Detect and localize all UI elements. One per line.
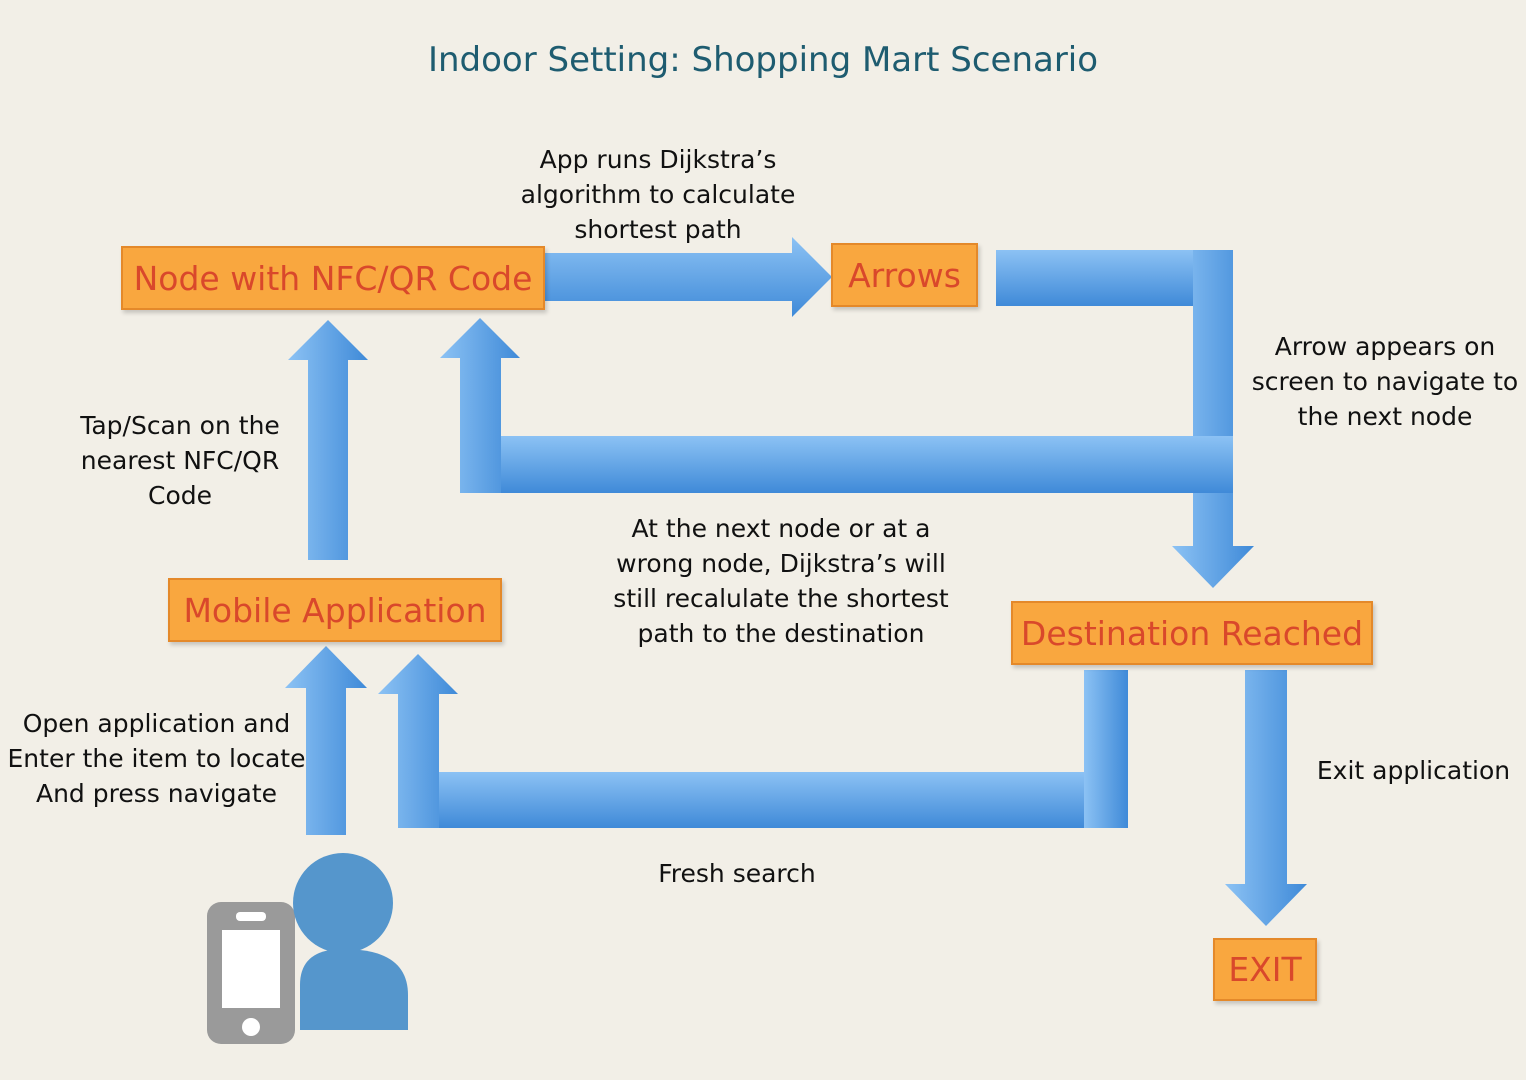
node-mobile-application-label: Mobile Application (183, 590, 487, 630)
label-recalculate-line-4: path to the destination (637, 619, 925, 648)
label-dijkstra-line-1: App runs Dijkstra’s (539, 145, 777, 174)
arrow-node-to-arrows (545, 237, 832, 317)
node-exit: EXIT (1213, 938, 1317, 1001)
arrow-app-to-node (288, 320, 368, 560)
label-fresh-search-line-1: Fresh search (658, 859, 816, 888)
arrow-user-to-app (285, 646, 367, 835)
label-open-application-line-1: Open application and (22, 709, 291, 738)
node-exit-label: EXIT (1228, 950, 1302, 989)
arrow-fresh-search-vertical (1084, 670, 1128, 828)
arrow-recalc-up (440, 318, 520, 493)
label-exit-application: Exit application (1306, 753, 1521, 788)
label-dijkstra: App runs Dijkstra’s algorithm to calcula… (498, 142, 818, 247)
label-dijkstra-line-2: algorithm to calculate (520, 180, 796, 209)
page-title: Indoor Setting: Shopping Mart Scenario (427, 40, 1099, 80)
label-recalculate-line-3: still recalulate the shortest (613, 584, 949, 613)
arrow-arrows-to-destination-horizontal (996, 250, 1232, 306)
label-tap-scan: Tap/Scan on the nearest NFC/QR Code (55, 408, 305, 513)
arrow-destination-to-exit (1225, 670, 1307, 926)
label-arrow-appears-line-3: the next node (1297, 402, 1473, 431)
node-nfc-qr-label: Node with NFC/QR Code (133, 258, 533, 298)
label-fresh-search: Fresh search (607, 856, 867, 891)
node-destination-reached-label: Destination Reached (1020, 613, 1364, 653)
node-nfc-qr: Node with NFC/QR Code (121, 246, 545, 310)
label-open-application: Open application and Enter the item to l… (4, 706, 309, 811)
label-arrow-appears-line-2: screen to navigate to (1251, 367, 1519, 396)
arrow-recalc-horizontal (460, 436, 1233, 493)
label-dijkstra-line-3: shortest path (574, 215, 742, 244)
label-recalculate-line-1: At the next node or at a (631, 514, 931, 543)
node-destination-reached: Destination Reached (1011, 601, 1373, 665)
label-tap-scan-line-1: Tap/Scan on the (80, 411, 280, 440)
label-arrow-appears-line-1: Arrow appears on (1274, 332, 1496, 361)
label-recalculate-line-2: wrong node, Dijkstra’s will (616, 549, 946, 578)
arrow-arrows-to-destination-vertical (1172, 250, 1254, 588)
node-mobile-application: Mobile Application (168, 578, 502, 642)
node-arrows: Arrows (831, 243, 978, 307)
person-icon (293, 853, 408, 1030)
phone-icon (207, 902, 295, 1044)
label-tap-scan-line-3: Code (147, 481, 212, 510)
arrow-fresh-search-up (378, 654, 458, 828)
label-tap-scan-line-2: nearest NFC/QR (80, 446, 280, 475)
node-arrows-label: Arrows (848, 255, 961, 295)
arrow-fresh-search-horizontal (398, 772, 1128, 828)
label-recalculate: At the next node or at a wrong node, Dij… (596, 511, 966, 651)
label-open-application-line-2: Enter the item to locate (7, 744, 306, 773)
label-open-application-line-3: And press navigate (35, 779, 277, 808)
label-exit-application-line-1: Exit application (1316, 756, 1511, 785)
label-arrow-appears: Arrow appears on screen to navigate to t… (1245, 329, 1525, 434)
